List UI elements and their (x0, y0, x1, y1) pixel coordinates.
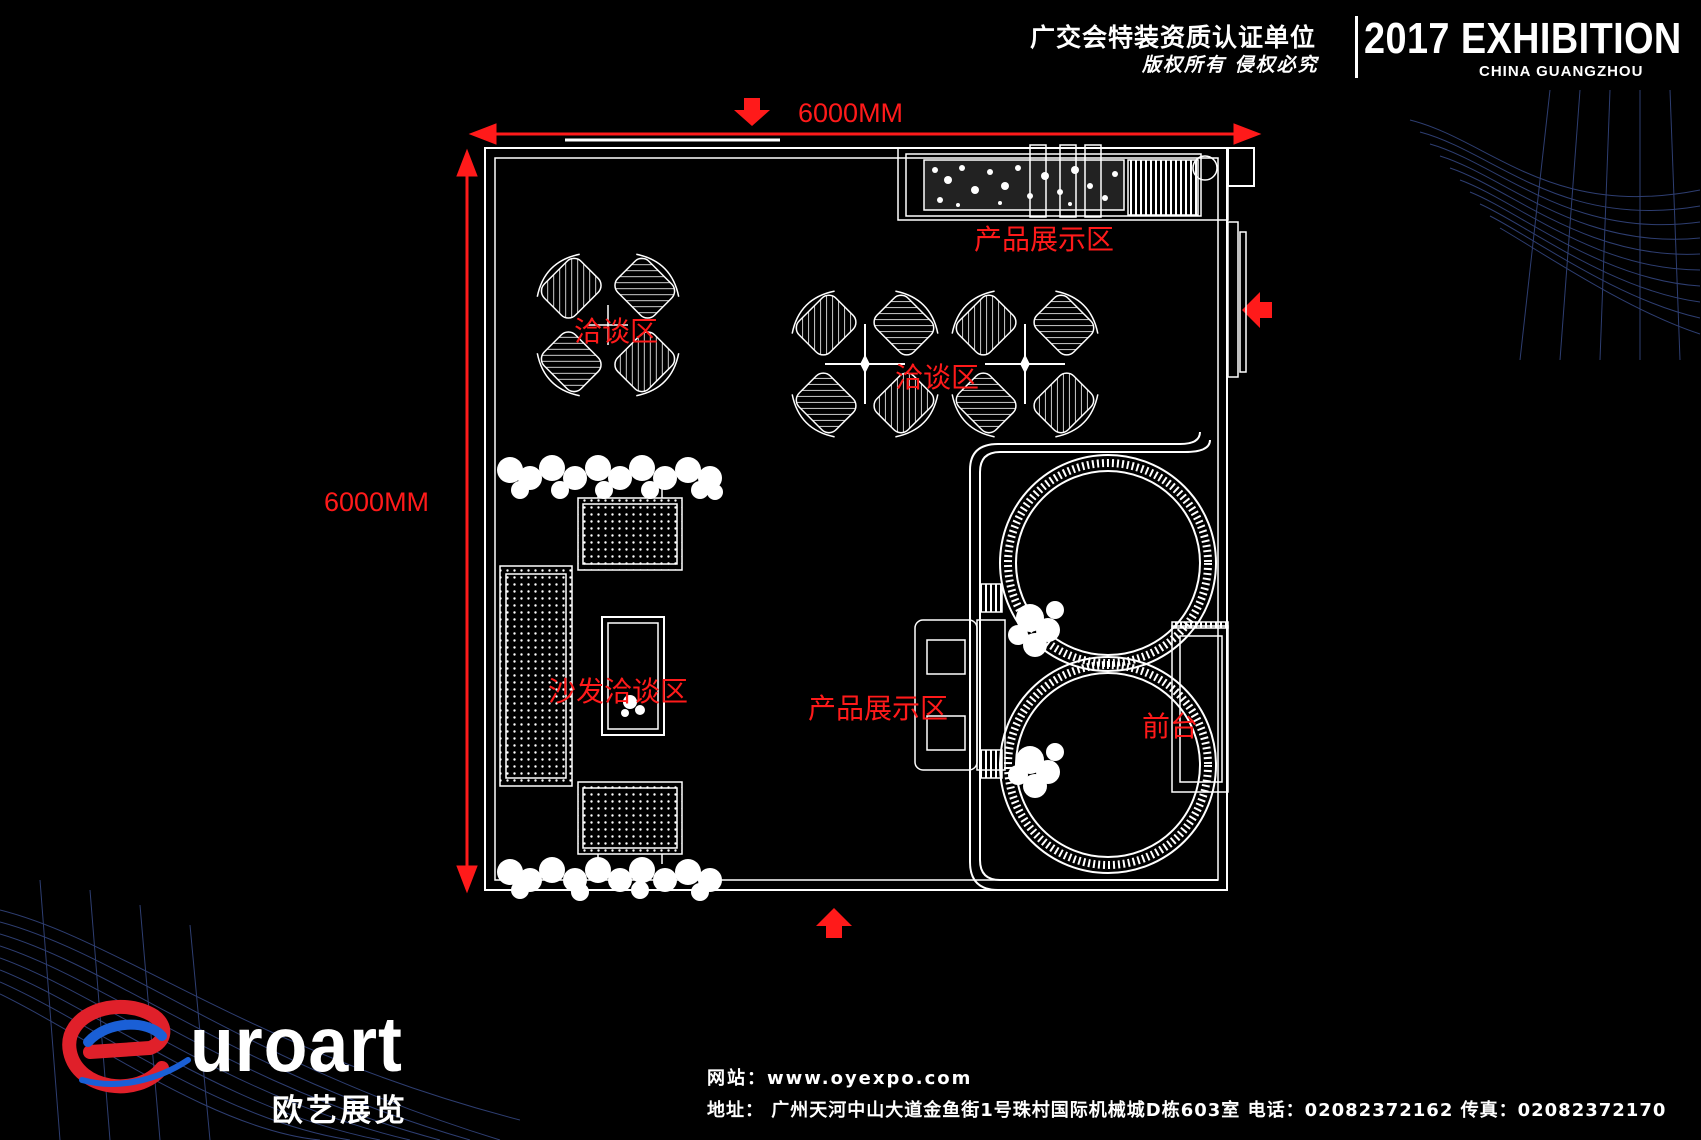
width-dimension-label: 6000MM (798, 98, 904, 128)
euroart-logo-text: uroart (190, 1000, 403, 1088)
depth-dimension-label: 6000MM (324, 487, 430, 517)
entrance-arrow-right (1242, 292, 1272, 328)
round-display-lower (999, 656, 1217, 874)
entrance-arrow-bottom (816, 908, 852, 938)
copyright-text: 版权所有 侵权必究 (1142, 54, 1319, 76)
depth-dimension-arrow (456, 148, 478, 894)
negotiation-table-center-b (951, 290, 1099, 438)
display-plants (1008, 601, 1064, 798)
zone-label-product-display-center: 产品展示区 (808, 692, 949, 725)
zone-label-negotiation-center: 洽谈区 (895, 361, 980, 394)
zone-label-front-desk: 前台 (1142, 710, 1199, 743)
entrance-arrow-top (734, 98, 770, 126)
plant-hedge-bottom (497, 857, 722, 901)
euroart-logo-mark (62, 1000, 191, 1094)
center-product-display (914, 583, 1006, 779)
footer-website: 网站：www.oyexpo.com (707, 1068, 973, 1089)
city-subtitle: CHINA GUANGZHOU (1479, 63, 1644, 80)
right-wall-panel (1227, 221, 1247, 378)
negotiation-table-left (536, 253, 680, 397)
width-dimension-arrow (468, 123, 1262, 145)
header-divider (1355, 16, 1358, 78)
negotiation-table-center-a (791, 290, 939, 438)
wave-decoration-right (1400, 80, 1701, 360)
sofa-negotiation-area (499, 488, 683, 864)
certification-text: 广交会特装资质认证单位 (1030, 23, 1317, 52)
zone-label-sofa-negotiation: 沙发洽谈区 (548, 675, 689, 708)
euroart-logo-cn: 欧艺展览 (272, 1093, 408, 1129)
plant-hedge-top (497, 455, 723, 500)
zone-label-product-display-top: 产品展示区 (974, 223, 1115, 256)
top-product-display (897, 144, 1229, 221)
zone-label-negotiation-left: 洽谈区 (574, 315, 659, 348)
exhibition-title: 2017 EXHIBITION (1364, 14, 1682, 63)
front-desk (1171, 621, 1229, 793)
walkway-rail (969, 431, 1220, 891)
footer-address: 地址： 广州天河中山大道金鱼街1号珠村国际机械城D栋603室 电话：020823… (707, 1100, 1667, 1121)
